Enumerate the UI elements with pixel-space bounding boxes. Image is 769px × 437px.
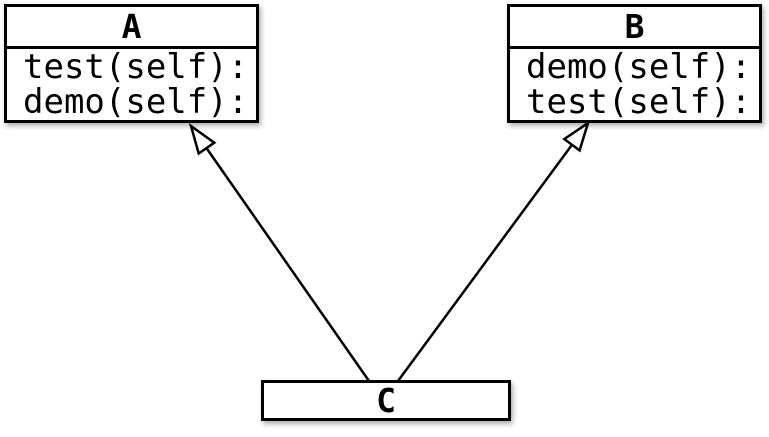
class-box-b: B demo(self): test(self): (507, 4, 762, 123)
method-label: demo(self): (23, 82, 249, 122)
method-label: test(self): (23, 47, 249, 87)
class-name-c: C (376, 381, 396, 420)
method-label: demo(self): (526, 47, 752, 87)
hollow-triangle-arrowhead (562, 119, 591, 153)
class-box-a: A test(self): demo(self): (4, 4, 259, 123)
class-body-b: demo(self): test(self): (510, 49, 759, 120)
class-name-a: A (7, 7, 256, 49)
edge-line (396, 143, 574, 382)
edge-line (205, 147, 371, 382)
class-body-a: test(self): demo(self): (7, 49, 256, 120)
generalization-edge-c-to-a (188, 122, 371, 382)
class-box-c: C (261, 380, 511, 421)
method-label: test(self): (526, 82, 752, 122)
generalization-edge-c-to-b (396, 119, 591, 382)
class-name-b: B (510, 7, 759, 49)
hollow-triangle-arrowhead (188, 122, 217, 156)
